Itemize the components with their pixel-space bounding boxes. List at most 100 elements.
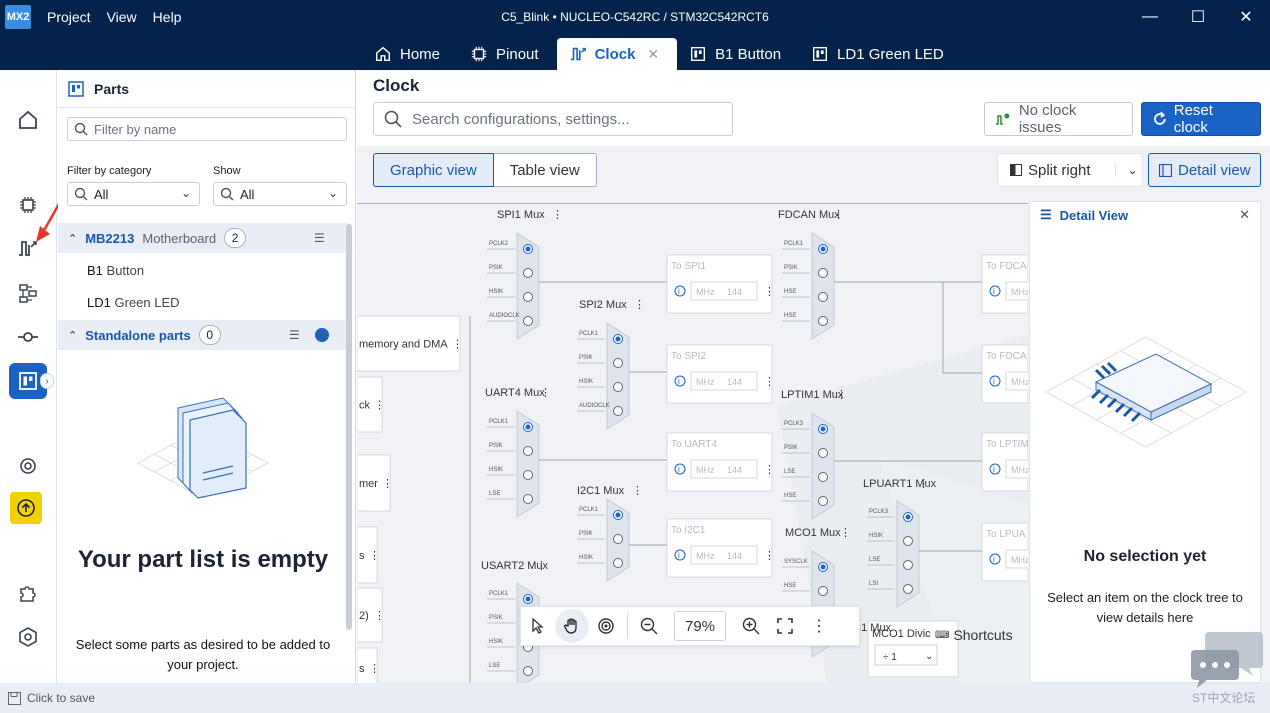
sort-icon[interactable]: ☰: [289, 328, 300, 342]
graphic-view-button[interactable]: Graphic view: [373, 153, 494, 187]
minimize-button[interactable]: —: [1142, 8, 1158, 25]
sort-icon[interactable]: ☰: [314, 231, 325, 245]
tab-home[interactable]: Home: [362, 38, 458, 70]
rail-middleware-icon[interactable]: [13, 278, 43, 308]
expand-panel-chevron-icon[interactable]: ›: [40, 373, 54, 389]
info-icon-glyph: i: [678, 465, 680, 474]
collapse-chevron-icon[interactable]: ⌃: [68, 232, 78, 245]
mux-menu-icon: ⋮: [540, 387, 551, 399]
empty-state-subtitle: Select some parts as desired to be added…: [75, 637, 331, 672]
tab-b1-button[interactable]: B1 Button: [677, 38, 799, 70]
tab-ld1-green-led[interactable]: LD1 Green LED: [799, 38, 962, 70]
mux-radio: [903, 536, 913, 546]
config-block-label: s: [359, 550, 365, 562]
pointer-tool-icon[interactable]: [521, 609, 555, 643]
mux-shape: [516, 410, 540, 518]
close-window-button[interactable]: ✕: [1239, 9, 1253, 26]
tab-home-label: Home: [400, 45, 441, 63]
target-label: To UART4: [671, 439, 717, 450]
no-selection-title: No selection yet: [1083, 548, 1207, 565]
table-view-button[interactable]: Table view: [493, 153, 597, 187]
zoom-out-icon[interactable]: [632, 609, 666, 643]
page-title: Clock: [373, 76, 420, 95]
target-icon[interactable]: [589, 609, 623, 643]
tab-clock-close-icon[interactable]: ✕: [647, 45, 660, 62]
config-block-label: 2): [359, 610, 369, 622]
config-block-menu-icon: ⋮: [374, 400, 385, 412]
more-options-icon[interactable]: ⋮: [811, 618, 827, 635]
rail-chip-icon[interactable]: [13, 190, 43, 220]
mux-shape: [516, 232, 540, 340]
mux-radio: [523, 268, 533, 278]
zoom-level-field[interactable]: 79%: [674, 611, 726, 641]
rail-settings-icon[interactable]: [13, 451, 43, 481]
rail-home-icon[interactable]: [13, 105, 43, 135]
show-select[interactable]: All ⌄: [213, 182, 347, 206]
mux-radio-dot: [820, 246, 826, 252]
group-motherboard[interactable]: ⌃ MB2213 Motherboard 2 ☰: [58, 223, 348, 253]
mux-input-label: HSIK: [489, 639, 503, 645]
clock-search-input[interactable]: Search configurations, settings...: [373, 102, 733, 136]
mux-menu-icon: ⋮: [840, 527, 851, 539]
group-standalone[interactable]: ⌃ Standalone parts 0 ☰ +: [58, 320, 348, 350]
maximize-button[interactable]: ☐: [1190, 9, 1206, 26]
menu-help[interactable]: Help: [152, 9, 182, 25]
empty-document-illustration: [137, 397, 269, 499]
parts-header: Parts: [58, 70, 355, 108]
detail-view-header: ☰ Detail View ✕: [1030, 202, 1260, 228]
status-text[interactable]: Click to save: [27, 691, 96, 705]
frequency-unit: MHz: [1011, 377, 1028, 387]
mux-input-label: LSE: [489, 491, 500, 497]
info-icon: [674, 549, 686, 561]
mux-radio: [818, 292, 828, 302]
config-block-label: s: [359, 663, 365, 675]
mux-input-label: HSE: [784, 289, 796, 295]
rail-preferences-icon[interactable]: [13, 622, 43, 652]
list-item[interactable]: LD1 Green LED: [87, 295, 180, 310]
mux-radio: [903, 584, 913, 594]
split-right-button[interactable]: Split right ⌄: [997, 153, 1143, 187]
hand-tool-icon[interactable]: [555, 609, 589, 643]
frequency-unit: MHz: [696, 465, 715, 475]
parts-scrollbar[interactable]: [346, 224, 352, 630]
config-block-menu-icon: ⋮: [374, 610, 385, 622]
detail-view-button[interactable]: Detail view: [1148, 153, 1261, 187]
frequency-field: [690, 371, 758, 391]
parts-icon: [68, 80, 84, 97]
add-part-icon[interactable]: +: [315, 328, 329, 342]
mux-title: UART4 Mux: [485, 387, 545, 399]
target-menu-icon: ⋮: [764, 286, 775, 298]
close-detail-icon[interactable]: ✕: [1239, 207, 1250, 222]
tab-pinout[interactable]: Pinout: [458, 38, 557, 70]
zoom-in-icon[interactable]: [734, 609, 768, 643]
mux-title: FDCAN Mux: [778, 209, 840, 221]
clock-view: Clock Search configurations, settings...…: [357, 70, 1270, 683]
frequency-unit: MHz: [1011, 465, 1028, 475]
filter-by-name-input[interactable]: Filter by name: [67, 117, 347, 141]
list-icon: ☰: [1040, 207, 1052, 222]
save-icon[interactable]: [8, 691, 21, 705]
rail-connect-icon[interactable]: [13, 322, 43, 352]
target-label: To SPI1: [671, 261, 706, 272]
category-select[interactable]: All ⌄: [67, 182, 200, 206]
menu-view[interactable]: View: [106, 9, 137, 25]
fit-screen-icon[interactable]: [768, 609, 802, 643]
config-block-menu-icon: ⋮: [452, 339, 463, 351]
no-clock-issues-button[interactable]: No clock issues: [984, 102, 1133, 136]
mux-input-label: PCLK1: [579, 331, 599, 337]
rail-upload-icon[interactable]: [10, 492, 42, 524]
collapse-chevron-icon[interactable]: ⌃: [68, 329, 78, 342]
mux-input-label: PSIK: [579, 531, 593, 537]
rail-extensions-icon[interactable]: [13, 578, 43, 608]
info-icon-glyph: i: [993, 287, 995, 296]
mux-menu-icon: ⋮: [536, 560, 547, 572]
info-icon-glyph: i: [993, 377, 995, 386]
reset-clock-button[interactable]: Reset clock: [1141, 102, 1261, 136]
list-item[interactable]: B1 Button: [87, 263, 144, 278]
shortcuts-button[interactable]: ⌨ Shortcuts: [935, 627, 1013, 643]
clock-canvas[interactable]: Graphic view Table view Split right ⌄ De…: [357, 146, 1270, 683]
tab-clock[interactable]: Clock ✕: [556, 38, 678, 70]
split-chevron-down-icon[interactable]: ⌄: [1114, 163, 1138, 177]
menu-project[interactable]: Project: [47, 9, 91, 25]
